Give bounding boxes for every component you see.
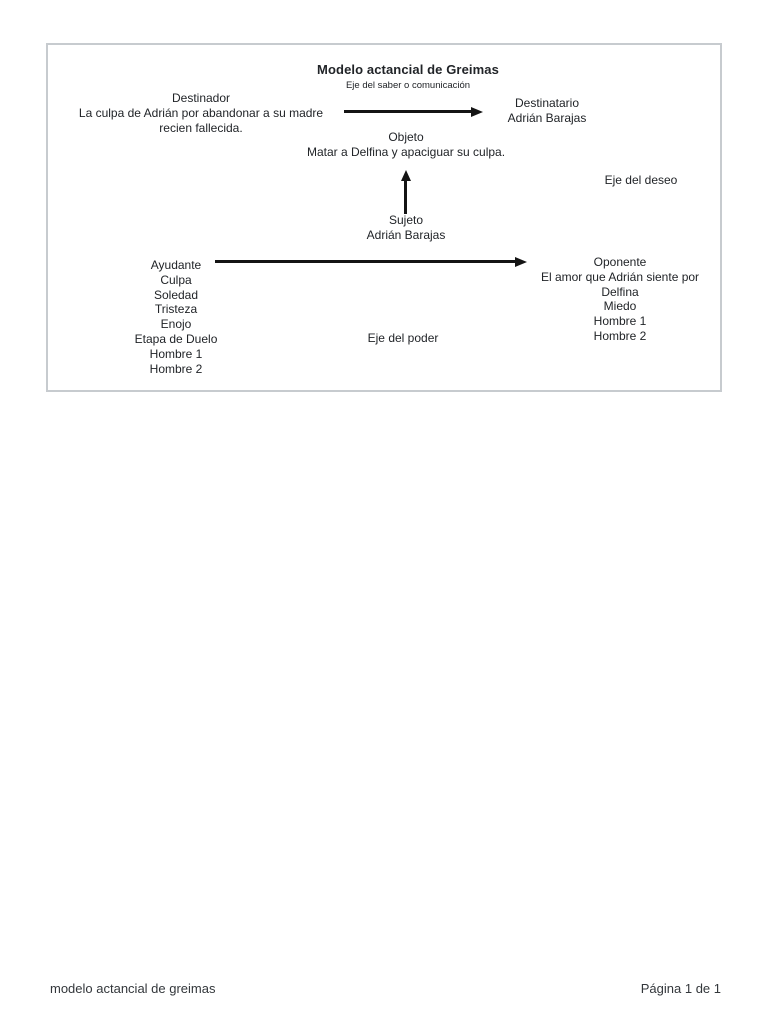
ayudante-list-item: Enojo xyxy=(160,317,192,332)
oponente-list-item: El amor que Adrián siente por xyxy=(540,269,700,284)
oponente-list-item: Miedo xyxy=(603,299,637,314)
ayudante-block: Ayudante Culpa Soledad Tristeza Enojo Et… xyxy=(135,258,218,376)
ayudante-list-item: Etapa de Duelo xyxy=(134,331,218,346)
oponente-label: Oponente xyxy=(593,255,647,269)
destinador-block: Destinador La culpa de Adrián por abando… xyxy=(79,91,323,136)
ayudante-list-item: Soledad xyxy=(153,287,199,302)
ayudante-list-item: Hombre 2 xyxy=(149,361,203,376)
axis-label-poder: Eje del poder xyxy=(367,331,439,345)
ayudante-list-item: Culpa xyxy=(160,272,192,287)
axis-label-deseo: Eje del deseo xyxy=(604,173,678,187)
ayudante-list-item: Hombre 1 xyxy=(149,346,203,361)
sujeto-block: Sujeto Adrián Barajas xyxy=(367,213,446,243)
oponente-list-item: Hombre 2 xyxy=(593,328,647,343)
destinatario-text-line: Adrián Barajas xyxy=(507,111,587,125)
sujeto-text-line: Adrián Barajas xyxy=(366,228,446,242)
oponente-list-item: Hombre 1 xyxy=(593,314,647,329)
destinatario-block: Destinatario Adrián Barajas xyxy=(508,96,587,126)
arrow-deseo-up-icon xyxy=(404,180,407,214)
destinatario-label: Destinatario xyxy=(514,96,580,110)
objeto-text-line: Matar a Delfina y apaciguar su culpa. xyxy=(306,145,506,159)
ayudante-list-item: Tristeza xyxy=(154,302,198,317)
oponente-list-item: Delfina xyxy=(601,284,639,299)
arrow-saber-right-icon xyxy=(344,110,472,113)
destinador-label: Destinador xyxy=(171,91,231,105)
oponente-block: Oponente El amor que Adrián siente por D… xyxy=(541,255,699,344)
diagram-title: Modelo actancial de Greimas xyxy=(317,62,499,77)
objeto-block: Objeto Matar a Delfina y apaciguar su cu… xyxy=(307,130,505,160)
footer-document-title: modelo actancial de greimas xyxy=(50,981,216,996)
destinador-text-line: La culpa de Adrián por abandonar a su ma… xyxy=(78,106,324,120)
diagram-frame: Modelo actancial de Greimas Eje del sabe… xyxy=(46,43,722,392)
sujeto-label: Sujeto xyxy=(388,213,424,227)
destinador-text-line: recien fallecida. xyxy=(159,121,243,135)
arrow-poder-right-icon xyxy=(215,260,516,263)
ayudante-label: Ayudante xyxy=(150,258,202,272)
axis-label-saber: Eje del saber o comunicación xyxy=(345,80,471,91)
objeto-label: Objeto xyxy=(388,130,424,144)
footer-page-number: Página 1 de 1 xyxy=(640,981,721,996)
